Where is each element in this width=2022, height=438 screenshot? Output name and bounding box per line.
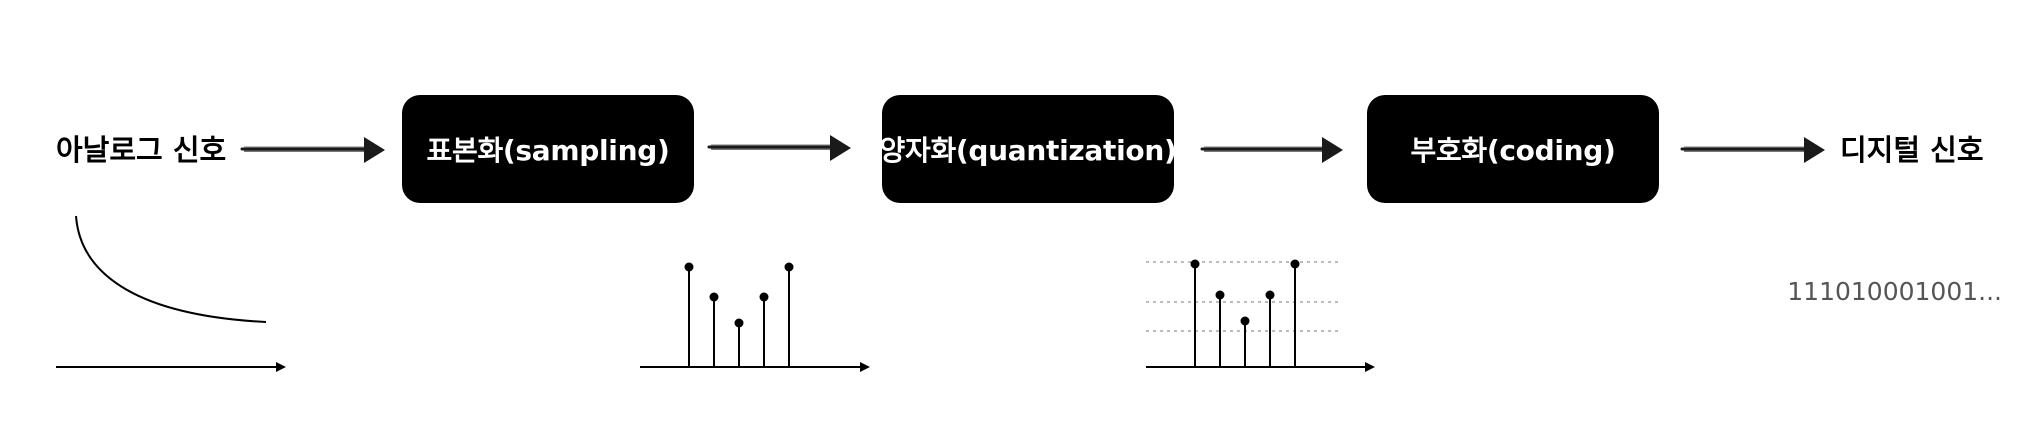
flow-arrow-icon bbox=[1680, 137, 1825, 163]
sample-dot bbox=[734, 318, 744, 328]
sample-dot bbox=[1240, 316, 1250, 326]
analog-signal-graph bbox=[56, 215, 286, 372]
digital-signal-label: 디지털 신호 bbox=[1840, 133, 1984, 167]
analog-signal-label: 아날로그 신호 bbox=[56, 133, 227, 167]
sample-dot bbox=[1290, 259, 1300, 269]
quantization-stage-box: 양자화(quantization) bbox=[879, 95, 1177, 203]
sampling-stage-label: 표본화(sampling) bbox=[426, 134, 670, 167]
bitstream-text: 111010001001... bbox=[1787, 277, 2002, 306]
analog-waveform bbox=[75, 215, 267, 323]
flow-arrow-icon bbox=[707, 135, 851, 161]
sample-dot bbox=[684, 262, 694, 272]
sample-dot bbox=[709, 292, 719, 302]
sampling-stem-graph bbox=[640, 262, 870, 372]
coding-stage-label: 부호화(coding) bbox=[1410, 134, 1616, 167]
sample-dot bbox=[1190, 259, 1200, 269]
flow-arrow-icon bbox=[1200, 137, 1343, 163]
quantization-stem-graph bbox=[1146, 259, 1375, 372]
sample-dot bbox=[1265, 290, 1275, 300]
sampling-stage-box: 표본화(sampling) bbox=[402, 95, 694, 203]
sample-dot bbox=[784, 262, 794, 272]
sample-dot bbox=[1215, 290, 1225, 300]
coding-stage-box: 부호화(coding) bbox=[1367, 95, 1659, 203]
quantization-stage-label: 양자화(quantization) bbox=[879, 134, 1177, 167]
flow-arrow-icon bbox=[240, 137, 385, 163]
sample-dot bbox=[759, 292, 769, 302]
